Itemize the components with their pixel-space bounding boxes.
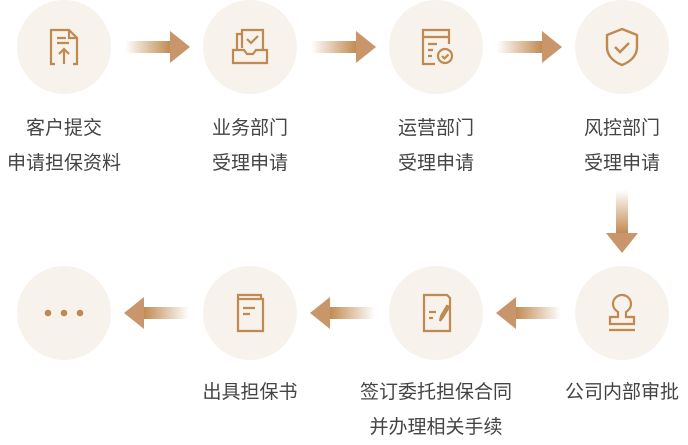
- step-6-label: 签订委托担保合同并办理相关手续: [336, 375, 536, 445]
- step-1-line1: 客户提交: [25, 117, 102, 139]
- step-2-line1: 业务部门: [211, 117, 288, 139]
- step-7-label: 出具担保书: [150, 375, 350, 410]
- step-4-line2: 受理申请: [583, 152, 660, 174]
- document-upload-icon: [49, 28, 79, 66]
- step-6-line2: 并办理相关手续: [369, 416, 503, 438]
- arrow-right-1: [125, 31, 190, 63]
- step-2-label: 业务部门受理申请: [150, 111, 350, 181]
- arrow-right-2: [311, 31, 376, 63]
- arrow-right-3: [497, 31, 562, 63]
- arrow-left-2: [310, 297, 375, 329]
- inbox-check-icon: [231, 28, 269, 65]
- step-4-label: 风控部门受理申请: [522, 111, 688, 181]
- arrow-left-1: [496, 297, 561, 329]
- step-2-circle: [203, 0, 297, 94]
- contract-sign-icon: [422, 293, 452, 333]
- step-2-line2: 受理申请: [211, 152, 288, 174]
- step-5-line1: 公司内部审批: [564, 381, 679, 403]
- step-3-line1: 运营部门: [397, 117, 474, 139]
- more-icon: [44, 309, 84, 317]
- step-3-circle: [389, 0, 483, 94]
- form-check-icon: [421, 28, 454, 66]
- step-4-circle: [575, 0, 669, 94]
- arrow-down: [606, 190, 638, 253]
- step-8-circle: [17, 266, 111, 360]
- step-4-line1: 风控部门: [583, 117, 660, 139]
- step-7-line1: 出具担保书: [202, 381, 298, 403]
- step-5-circle: [575, 266, 669, 360]
- step-6-line1: 签订委托担保合同: [359, 381, 512, 403]
- arrow-left-3: [124, 297, 189, 329]
- step-3-label: 运营部门受理申请: [336, 111, 536, 181]
- step-1-line2: 申请担保资料: [6, 152, 121, 174]
- step-1-label: 客户提交申请担保资料: [0, 111, 164, 181]
- step-3-line2: 受理申请: [397, 152, 474, 174]
- step-5-label: 公司内部审批: [522, 375, 688, 410]
- step-7-circle: [203, 266, 297, 360]
- step-1-circle: [17, 0, 111, 94]
- stamp-icon: [608, 293, 636, 332]
- shield-check-icon: [605, 27, 639, 67]
- guarantee-book-icon: [236, 293, 265, 333]
- step-6-circle: [389, 266, 483, 360]
